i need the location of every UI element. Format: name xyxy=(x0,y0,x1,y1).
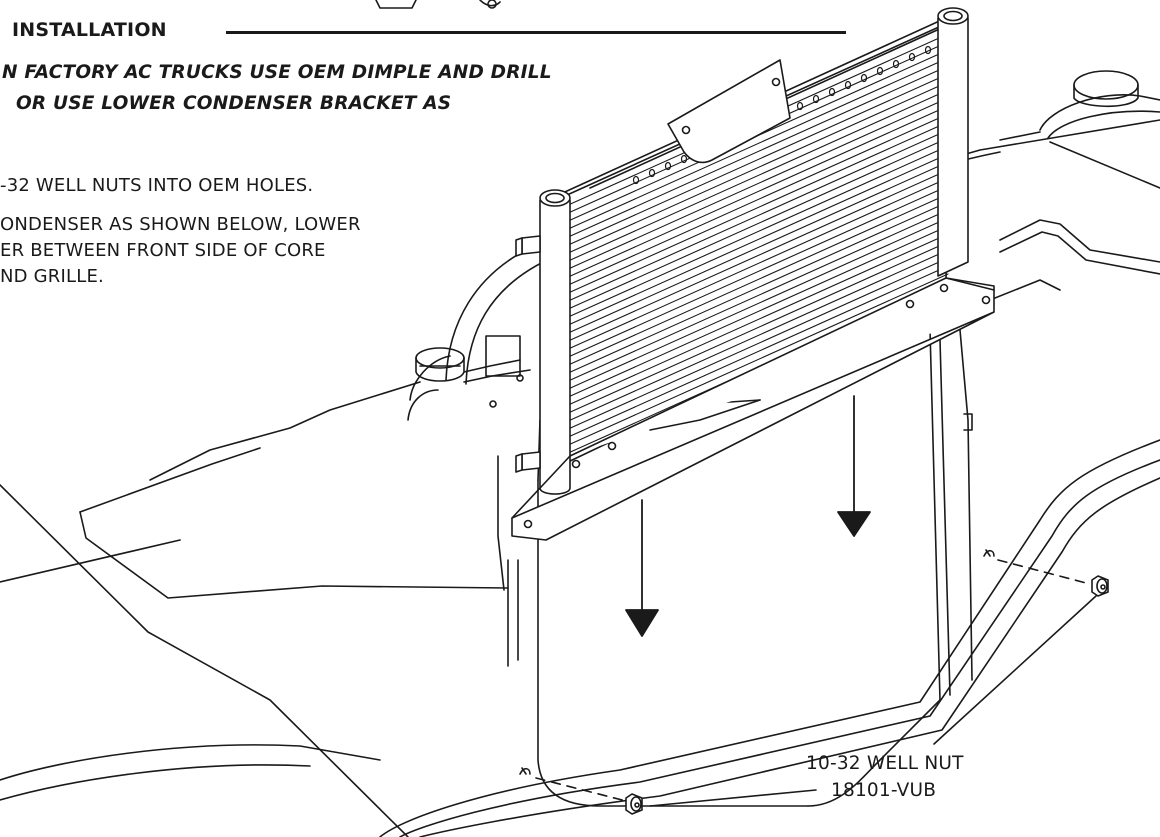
well-nut-install-paths xyxy=(519,549,1091,803)
step-condenser-line-2: ER BETWEEN FRONT SIDE OF CORE xyxy=(0,240,326,261)
step-condenser-line-1: ONDENSER AS SHOWN BELOW, LOWER xyxy=(0,214,361,235)
factory-ac-note-line-2: OR USE LOWER CONDENSER BRACKET AS xyxy=(16,93,452,114)
callout-part-number: 18101-VUB xyxy=(831,780,937,801)
well-nut-upper xyxy=(1091,575,1109,597)
well-nut-lower xyxy=(625,793,643,815)
right-header-tank xyxy=(937,17,969,277)
lower-mounting-rail xyxy=(0,439,1160,837)
lower-condenser-bracket xyxy=(511,277,995,541)
step-condenser-line-3: ND GRILLE. xyxy=(0,266,104,287)
condenser xyxy=(515,7,969,495)
upper-mounting-tab xyxy=(667,59,791,164)
upper-fitting xyxy=(515,235,541,257)
step-well-nuts: -32 WELL NUTS INTO OEM HOLES. xyxy=(0,175,314,196)
radiator-cap xyxy=(415,335,531,408)
callout-part-label: 10-32 WELL NUT xyxy=(806,753,964,774)
top-hardware-fragment xyxy=(375,0,501,9)
lower-support-panel xyxy=(497,329,973,807)
heading-rule xyxy=(226,31,846,34)
lower-fitting xyxy=(515,451,541,473)
body-contour-lines xyxy=(0,119,1160,837)
callout-leaders xyxy=(649,595,1097,807)
coolant-reservoir xyxy=(1039,70,1160,139)
factory-ac-note-line-1: N FACTORY AC TRUCKS USE OEM DIMPLE AND D… xyxy=(2,62,552,83)
left-header-tank xyxy=(539,199,571,495)
fan-shroud xyxy=(407,239,557,421)
install-direction-arrows xyxy=(625,395,871,637)
section-heading: INSTALLATION xyxy=(12,19,167,41)
